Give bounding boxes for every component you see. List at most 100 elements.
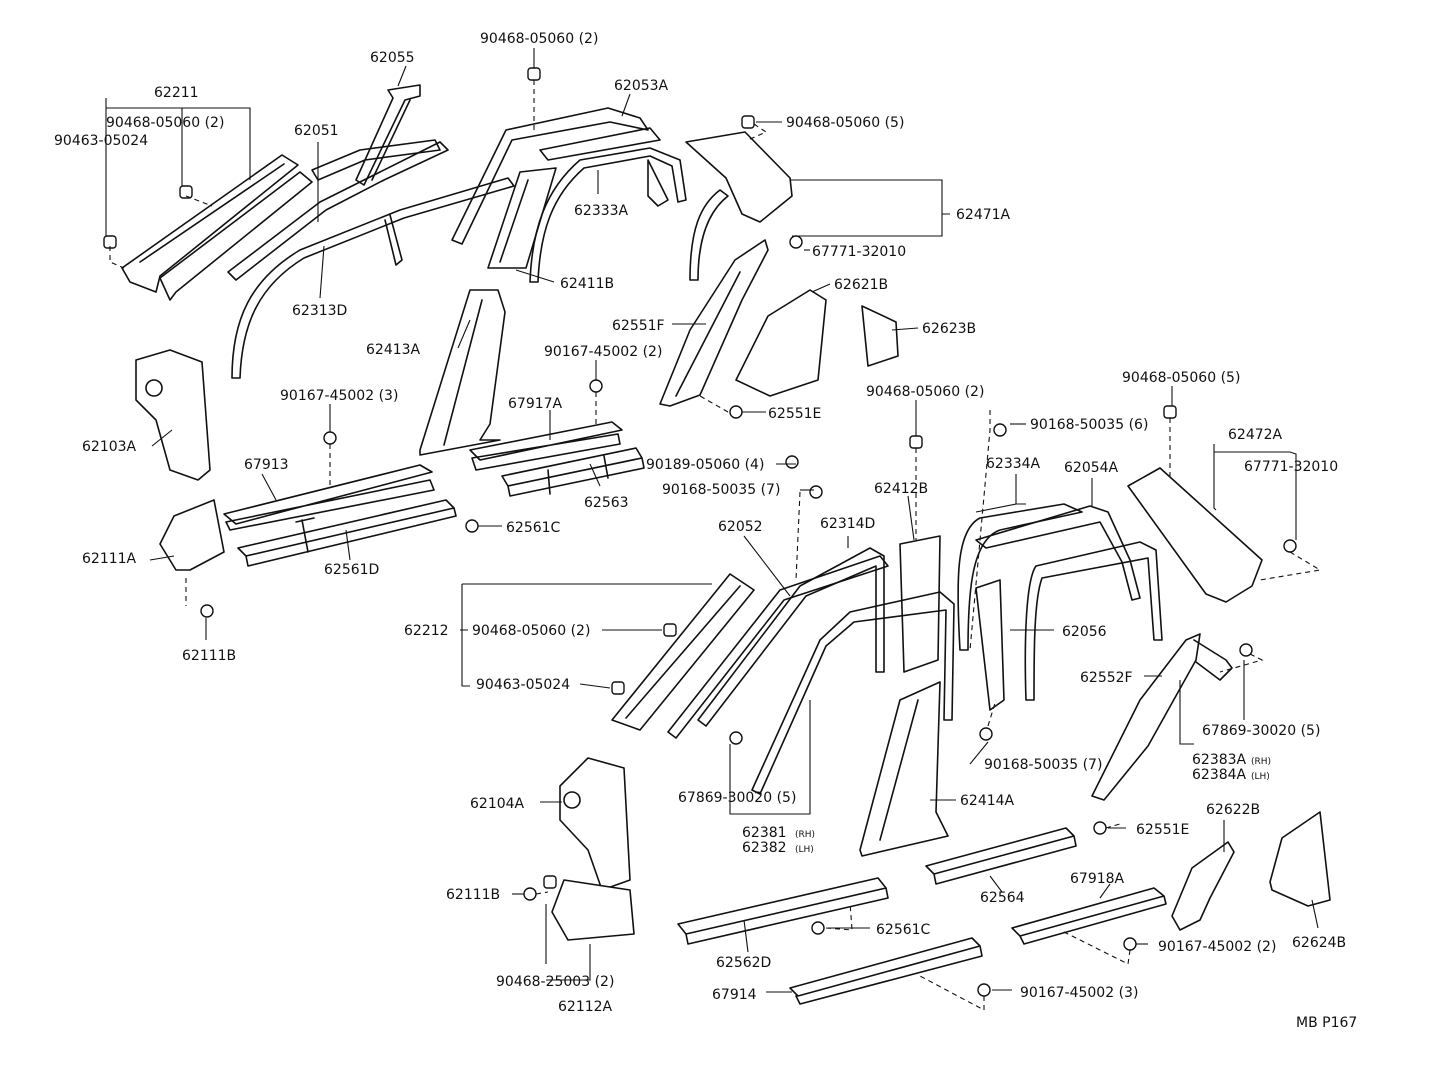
label-62564: 62564 [980, 890, 1025, 906]
part-drawings [121, 84, 1331, 1005]
label-62333A: 62333A [574, 203, 629, 219]
label-62111B-b: 62111B [446, 887, 500, 903]
label-90468-25003-2: 90468-25003 (2) [496, 974, 614, 990]
part-62623B [861, 305, 899, 367]
label-67913: 67913 [244, 457, 289, 473]
label-62561D: 62561D [324, 562, 379, 578]
clip-90463-05024-b [611, 681, 625, 695]
clip-90189-05060-4 [785, 455, 799, 469]
label-62551F: 62551F [612, 318, 665, 334]
part-62053A-b [539, 127, 661, 161]
part-62552F [1091, 633, 1201, 801]
label-62211: 62211 [154, 85, 199, 101]
clip-90468-05060-2-b [909, 435, 923, 449]
screw-67869-30020-b [1239, 643, 1253, 657]
clip-90468-05060-2-c [663, 623, 677, 637]
part-62103A [135, 349, 211, 481]
label-90189-05060-4: 90189-05060 (4) [646, 457, 764, 473]
part-62412B [899, 535, 941, 673]
label-62212: 62212 [404, 623, 449, 639]
label-62382: 62382 [742, 840, 787, 856]
part-62313D-b [384, 214, 403, 266]
label-62314D: 62314D [820, 516, 875, 532]
label-62104A: 62104A [470, 796, 525, 812]
label-62472A: 62472A [1228, 427, 1283, 443]
label-90468-05060-5-b: 90468-05060 (5) [1122, 370, 1240, 386]
label-90168-50035-7-b: 90168-50035 (7) [984, 757, 1102, 773]
part-62112A [551, 879, 635, 941]
part-62211 [121, 154, 299, 293]
label-90468-05060-5-a: 90468-05060 (5) [786, 115, 904, 131]
part-62414A [859, 681, 949, 857]
label-62111B-a: 62111B [182, 648, 236, 664]
part-62104A [559, 757, 631, 891]
screw-90167-45002-3-a [323, 431, 337, 445]
label-62414A: 62414A [960, 793, 1015, 809]
part-62562D [677, 877, 889, 945]
label-90168-50035-7-a: 90168-50035 (7) [662, 482, 780, 498]
label-62112A: 62112A [558, 999, 613, 1015]
label-90167-45002-3-a: 90167-45002 (3) [280, 388, 398, 404]
label-90463-05024-b: 90463-05024 [476, 677, 570, 693]
label-62384A-suffix: (LH) [1251, 772, 1270, 782]
label-62561C-a: 62561C [506, 520, 561, 536]
label-67917A: 67917A [508, 396, 563, 412]
part-62052 [667, 555, 889, 739]
part-62551F [659, 239, 769, 407]
label-90463-05024-a: 90463-05024 [54, 133, 148, 149]
label-62622B: 62622B [1206, 802, 1260, 818]
part-62333A [529, 147, 687, 283]
label-62413A: 62413A [366, 342, 421, 358]
label-62624B: 62624B [1292, 935, 1346, 951]
label-62382-suffix: (LH) [795, 845, 814, 855]
screw-90168-50035-7-b [979, 727, 993, 741]
part-62413A [419, 289, 506, 456]
label-62051: 62051 [294, 123, 339, 139]
part-62313D [231, 177, 515, 379]
part-62054A [975, 505, 1141, 601]
clip-67771-32010-a [789, 235, 803, 249]
label-62381: 62381 [742, 825, 787, 841]
part-62111A [159, 499, 225, 571]
label-90167-45002-2-a: 90167-45002 (2) [544, 344, 662, 360]
part-62056-b [975, 579, 1005, 711]
label-62383A: 62383A [1192, 752, 1247, 768]
part-62056 [1024, 541, 1163, 701]
label-62411B: 62411B [560, 276, 614, 292]
label-90468-05060-2-top: 90468-05060 (2) [480, 31, 598, 47]
part-62053A [451, 107, 649, 245]
label-67869-30020-5-a: 67869-30020 (5) [678, 790, 796, 806]
clip-90468-05060-5-a [741, 115, 755, 129]
part-62051 [227, 141, 449, 281]
part-62622B [1171, 841, 1235, 931]
clip-90468-05060-a [179, 185, 193, 199]
label-90168-50035-6: 90168-50035 (6) [1030, 417, 1148, 433]
part-62564 [925, 827, 1077, 885]
clip-62551E-a [729, 405, 743, 419]
screw-90168-50035-6 [993, 423, 1007, 437]
clip-67771-32010-b [1283, 539, 1297, 553]
label-62561C-b: 62561C [876, 922, 931, 938]
clip-62111B-b [523, 887, 537, 901]
screw-90167-45002-3-b [977, 983, 991, 997]
screw-90167-45002-2-b [1123, 937, 1137, 951]
part-62563-tab [547, 455, 609, 495]
label-90468-05060-2-a: 90468-05060 (2) [106, 115, 224, 131]
clip-62551E-b [1093, 821, 1107, 835]
part-62381 [751, 591, 955, 795]
part-62411B [487, 167, 557, 269]
assembly-lines [109, 80, 1322, 1011]
part-62333A-b [647, 159, 669, 207]
clip-90468-05060-5-b [1163, 405, 1177, 419]
label-62056: 62056 [1062, 624, 1107, 640]
label-67771-32010-a: 67771-32010 [812, 244, 906, 260]
label-62055: 62055 [370, 50, 415, 66]
part-62561D-tab [295, 517, 315, 553]
part-67913 [223, 464, 435, 531]
callout-labels: 62211 62055 90468-05060 (2) 62051 90463-… [54, 31, 1357, 1031]
label-62562D: 62562D [716, 955, 771, 971]
label-62551E-b: 62551E [1136, 822, 1189, 838]
part-67914 [789, 937, 983, 1005]
part-62472A [1127, 467, 1263, 603]
